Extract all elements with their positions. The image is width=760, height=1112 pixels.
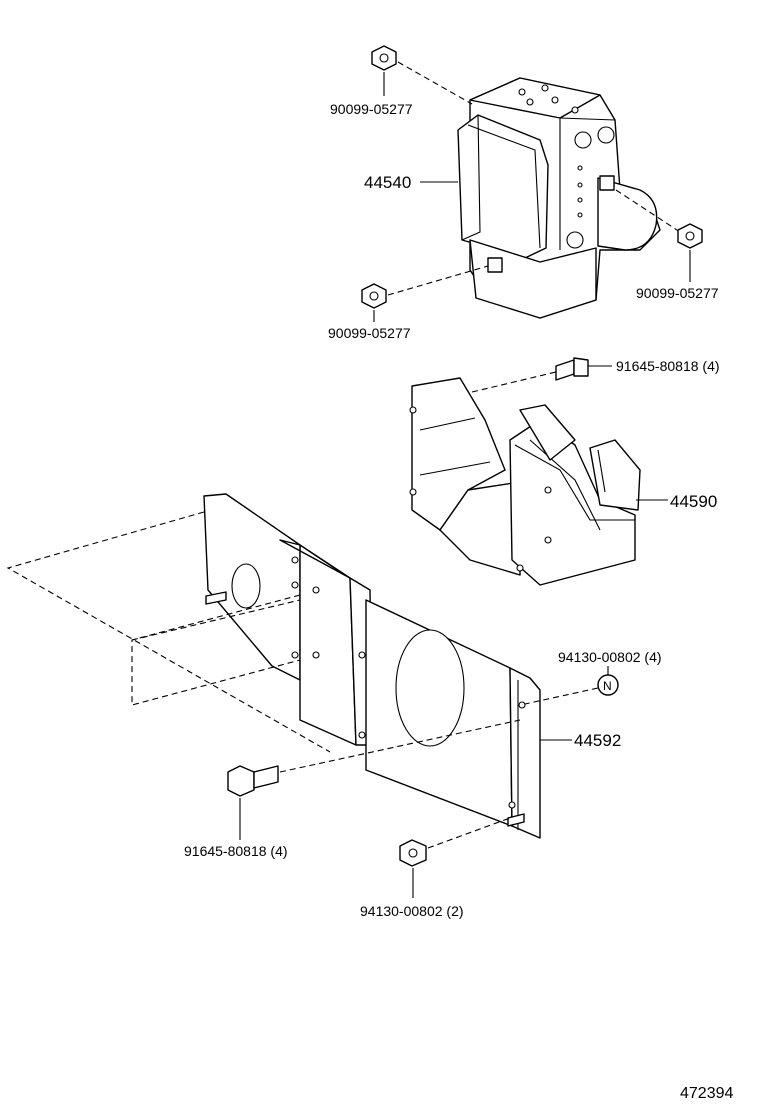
dash-outline-inner — [131, 594, 301, 706]
dash-nut-top — [397, 61, 473, 105]
actuator-bracket — [409, 377, 641, 586]
svg-text:N: N — [603, 679, 612, 693]
label-bolt-upper: 91645-80818 (4) — [616, 358, 720, 374]
label-plate-bracket: 44592 — [574, 731, 621, 750]
figure-number: 472394 — [680, 1085, 733, 1102]
bolt-lower-icon — [227, 765, 279, 797]
label-nut-left: 90099-05277 — [328, 325, 411, 341]
dash-outline-outer — [6, 511, 331, 753]
plate-bracket — [203, 493, 541, 839]
dash-nut-left — [387, 265, 489, 296]
dash-nut-bottom — [427, 817, 511, 849]
label-nut-bottom: 94130-00802 (2) — [360, 903, 464, 919]
label-bolt-lower: 91645-80818 (4) — [184, 843, 288, 859]
abs-actuator — [457, 77, 661, 319]
dash-nut-right — [615, 189, 681, 233]
bolt-upper-icon — [555, 357, 589, 381]
nut-right-icon — [677, 223, 703, 249]
nut-top-icon — [371, 45, 397, 71]
label-nut-top: 90099-05277 — [330, 101, 413, 117]
dash-nut-n — [524, 687, 599, 705]
label-abs-actuator: 44540 — [364, 173, 411, 192]
dash-bolt-lower — [279, 719, 521, 773]
label-nut-n: 94130-00802 (4) — [558, 649, 662, 665]
nut-bottom-icon — [399, 839, 427, 867]
dash-outline-mid — [131, 599, 301, 641]
nut-n-icon: N — [597, 674, 619, 696]
nut-left-icon — [361, 283, 387, 309]
label-nut-right: 90099-05277 — [636, 285, 719, 301]
label-actuator-bracket: 44590 — [670, 492, 717, 511]
dash-bolt-upper — [471, 371, 557, 393]
